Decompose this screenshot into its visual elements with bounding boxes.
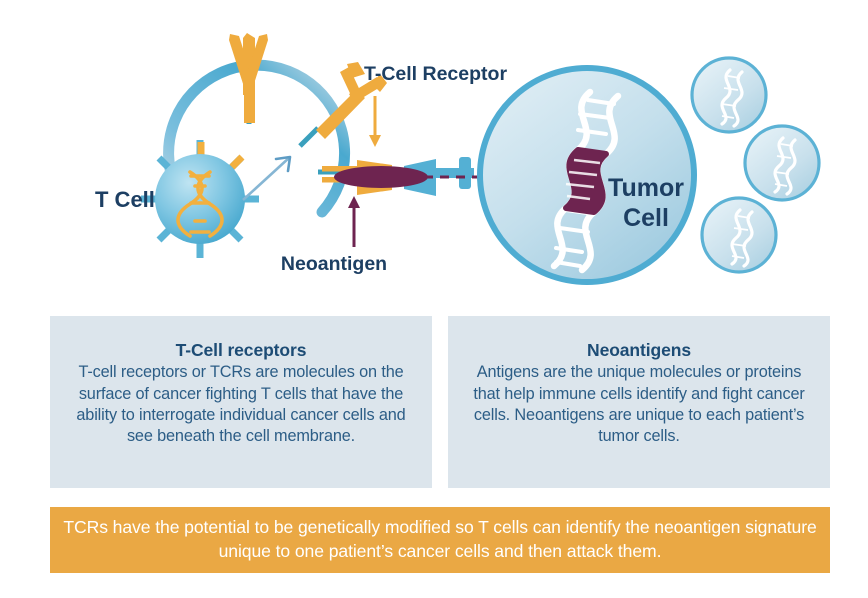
t-cell-receptor-upper-right xyxy=(298,62,387,148)
summary-banner-text: TCRs have the potential to be geneticall… xyxy=(63,517,817,561)
tumor-cell-label-line2: Cell xyxy=(623,204,669,232)
summary-banner: TCRs have the potential to be geneticall… xyxy=(50,507,830,573)
card-title: Neoantigens xyxy=(587,340,691,360)
satellite-tumor-cell-2 xyxy=(743,124,821,202)
t-cell-receptor-top xyxy=(229,33,268,124)
card-title: T-Cell receptors xyxy=(175,340,307,360)
neoantigen-dna-segment xyxy=(563,147,609,215)
card-body: Antigens are the unique molecules or pro… xyxy=(473,363,805,445)
info-card-row: T-Cell receptors T-cell receptors or TCR… xyxy=(0,316,868,488)
magnification-arrow-icon xyxy=(242,155,292,201)
neoantigen-molecule xyxy=(334,166,428,188)
card-t-cell-receptors: T-Cell receptors T-cell receptors or TCR… xyxy=(50,316,432,488)
neoantigen-arrow-icon xyxy=(348,196,360,247)
t-cell-body xyxy=(141,140,259,258)
t-cell-dna-icon xyxy=(176,170,224,238)
neoantigen-label: Neoantigen xyxy=(281,253,387,275)
card-body: T-cell receptors or TCRs are molecules o… xyxy=(76,363,406,445)
immunology-diagram: Tumor Cell xyxy=(95,33,821,285)
tumor-cell-label-line1: Tumor xyxy=(608,174,684,202)
t-cell-label: T Cell xyxy=(95,187,155,212)
tumor-cell: Tumor Cell xyxy=(477,65,697,285)
satellite-tumor-cell-3 xyxy=(700,196,778,274)
t-cell-receptor-label: T-Cell Receptor xyxy=(364,63,507,85)
tcr-arrow-icon xyxy=(369,96,381,147)
satellite-tumor-cell-1 xyxy=(690,56,768,134)
card-neoantigens: Neoantigens Antigens are the unique mole… xyxy=(448,316,830,488)
tumor-dna-icon xyxy=(550,88,622,274)
